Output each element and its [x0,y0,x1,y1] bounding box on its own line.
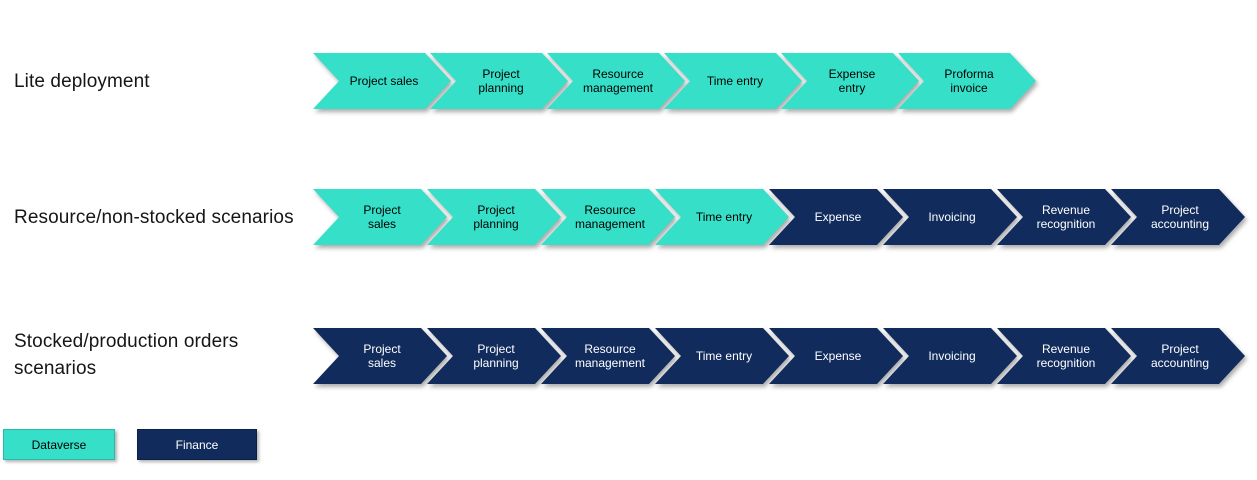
process-step-chevron: Time entry [664,53,802,109]
process-step-chevron: Expense [769,189,903,245]
legend-label: Finance [175,437,219,452]
row-label-lite-deployment: Lite deployment [14,70,150,92]
step-label: Invoicing [928,348,976,363]
process-step-chevron: Time entry [655,189,789,245]
process-step-chevron: Invoicing [883,328,1017,384]
row-label-resource-non-stocked: Resource/non-stocked scenarios [14,206,294,228]
legend-label: Dataverse [31,437,87,452]
legend-item-finance: Finance [137,429,257,460]
process-step-chevron: Expense [769,328,903,384]
step-label: Time entry [695,348,753,363]
process-step-chevron: Project sales [313,53,451,109]
step-label: Expense [814,348,862,363]
row-label-stocked-production: Stocked/production orders scenarios [14,331,239,379]
step-label: Invoicing [928,209,976,224]
step-label: Project sales [349,73,419,88]
process-step-chevron: Time entry [655,328,789,384]
step-label: Expense [814,209,862,224]
process-step-chevron: Invoicing [883,189,1017,245]
step-label: Time entry [695,209,753,224]
step-label: Time entry [706,73,764,88]
legend-item-dataverse: Dataverse [3,429,115,460]
